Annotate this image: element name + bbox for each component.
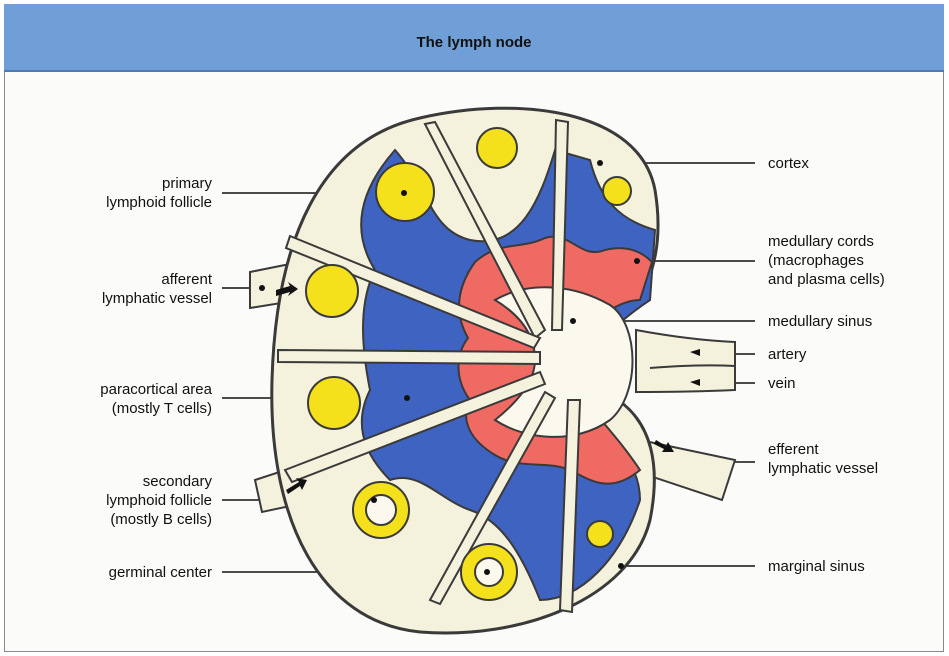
label-marginal-sinus: marginal sinus [768, 557, 938, 576]
follicle-left-lower [308, 377, 360, 429]
label-afferent-vessel: afferent lymphatic vessel [40, 270, 212, 308]
label-efferent-vessel: efferent lymphatic vessel [768, 440, 938, 478]
label-cortex: cortex [768, 154, 938, 173]
follicle-right-bottom [587, 521, 613, 547]
label-germinal-center: germinal center [40, 563, 212, 582]
follicle-top [477, 128, 517, 168]
label-primary-follicle: primary lymphoid follicle [40, 174, 212, 212]
follicle-right-top [603, 177, 631, 205]
hilum-vessels [636, 330, 735, 392]
follicle-left-upper [306, 265, 358, 317]
label-medullary-cords: medullary cords (macrophages and plasma … [768, 232, 938, 289]
label-vein: vein [768, 374, 938, 393]
label-paracortical-area: paracortical area (mostly T cells) [40, 380, 212, 418]
label-artery: artery [768, 345, 938, 364]
label-medullary-sinus: medullary sinus [768, 312, 938, 331]
label-secondary-follicle: secondary lymphoid follicle (mostly B ce… [40, 472, 212, 529]
secondary-follicle-center [366, 495, 396, 525]
